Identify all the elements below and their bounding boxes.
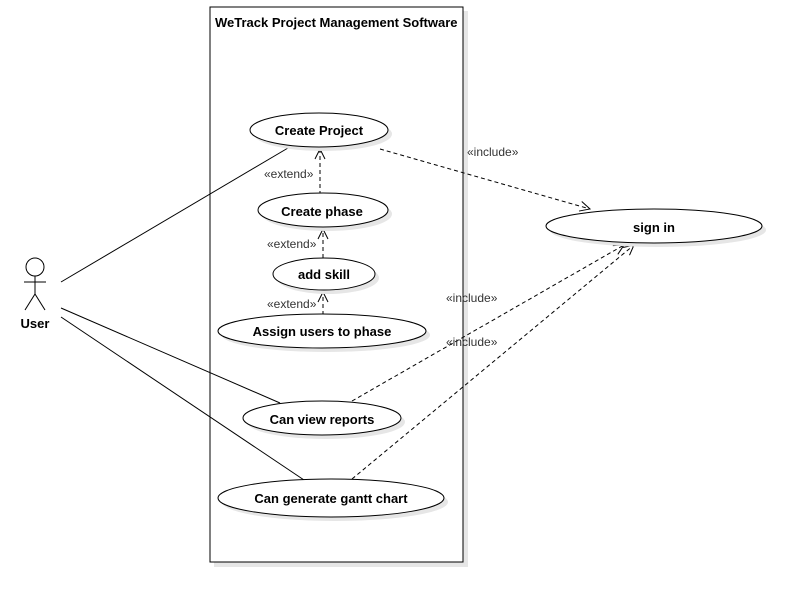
system-title: WeTrack Project Management Software [215, 15, 458, 30]
use-case-create-project[interactable]: Create Project [249, 112, 392, 151]
actor-label: User [21, 316, 50, 331]
extend-label-phase: «extend» [264, 167, 314, 181]
use-case-label: sign in [633, 220, 675, 235]
use-case-assign-users[interactable]: Assign users to phase [217, 313, 430, 352]
include-relations [351, 148, 634, 480]
include-arrow-reports-signin [351, 245, 624, 402]
association-gantt-chart [60, 316, 308, 483]
use-case-label: add skill [298, 267, 350, 282]
use-case-label: Assign users to phase [253, 324, 392, 339]
use-case-sign-in[interactable]: sign in [545, 208, 766, 247]
use-case-label: Create phase [281, 204, 363, 219]
extend-label-skill: «extend» [267, 237, 317, 251]
use-case-add-skill[interactable]: add skill [272, 257, 379, 294]
include-arrow-gantt-signin [351, 245, 634, 480]
include-label-project: «include» [467, 145, 519, 159]
extend-label-assign: «extend» [267, 297, 317, 311]
association-view-reports [60, 307, 281, 404]
use-case-label: Can view reports [270, 412, 375, 427]
use-case-view-reports[interactable]: Can view reports [242, 400, 405, 439]
stick-figure-icon [24, 257, 46, 311]
use-case-label: Can generate gantt chart [254, 491, 408, 506]
include-arrow-project-signin [379, 148, 590, 209]
actor-user[interactable]: User [21, 257, 50, 331]
association-create-project [60, 147, 289, 283]
use-case-create-phase[interactable]: Create phase [257, 192, 392, 231]
extend-relations [320, 149, 323, 315]
include-label-gantt: «include» [446, 335, 498, 349]
associations [60, 147, 308, 483]
include-label-reports: «include» [446, 291, 498, 305]
use-case-label: Create Project [275, 123, 364, 138]
use-case-gantt-chart[interactable]: Can generate gantt chart [217, 478, 448, 521]
